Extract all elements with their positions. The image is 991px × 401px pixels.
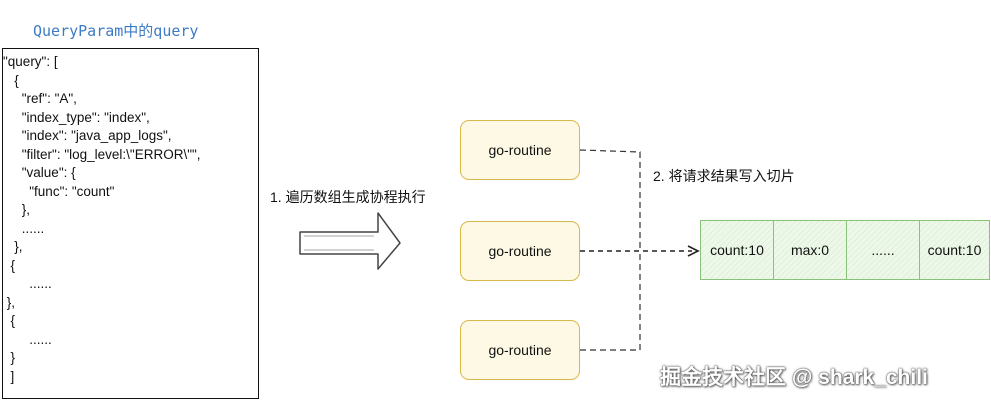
step2-label: 2. 将请求结果写入切片 bbox=[653, 168, 795, 184]
iterate-arrow bbox=[299, 212, 401, 270]
code-line: "index": "java_app_logs", bbox=[3, 128, 172, 143]
code-line: "filter": "log_level:\"ERROR\"", bbox=[3, 146, 201, 162]
code-line: "func": "count" bbox=[3, 183, 115, 199]
code-line: ...... bbox=[3, 220, 45, 236]
code-line: ...... bbox=[3, 331, 52, 347]
slice-cell: ...... bbox=[846, 220, 920, 280]
go-routine-box: go-routine bbox=[460, 120, 580, 180]
query-json-box: "query": [ { "ref": "A", "index_type": "… bbox=[2, 48, 259, 399]
code-line: ] bbox=[3, 368, 15, 384]
code-line: ...... bbox=[3, 276, 52, 291]
code-line: "query": [ bbox=[3, 54, 58, 69]
step1-label: 1. 遍历数组生成协程执行 bbox=[270, 189, 426, 205]
code-line: { bbox=[3, 257, 16, 273]
slice-cell: count:10 bbox=[700, 220, 774, 280]
code-line: }, bbox=[3, 294, 16, 310]
slice-cell: max:0 bbox=[773, 220, 847, 280]
watermark: 掘金技术社区 @ shark_chili bbox=[660, 366, 928, 389]
routine-3-connector bbox=[580, 252, 641, 351]
code-line: }, bbox=[3, 202, 31, 217]
code-line: { bbox=[3, 313, 16, 328]
code-line: }, bbox=[3, 239, 23, 254]
connector-arrowhead bbox=[687, 245, 700, 257]
code-line: "value": { bbox=[3, 165, 76, 180]
slice-cell: count:10 bbox=[919, 220, 990, 280]
go-routine-box: go-routine bbox=[460, 320, 580, 380]
code-line: "ref": "A", bbox=[3, 91, 77, 106]
code-line: { bbox=[3, 72, 19, 88]
routine-1-connector bbox=[579, 149, 641, 252]
diagram-title: QueryParam中的query bbox=[33, 22, 199, 40]
code-line: } bbox=[3, 350, 16, 365]
code-line: "index_type": "index", bbox=[3, 109, 150, 125]
go-routine-box: go-routine bbox=[460, 221, 580, 281]
